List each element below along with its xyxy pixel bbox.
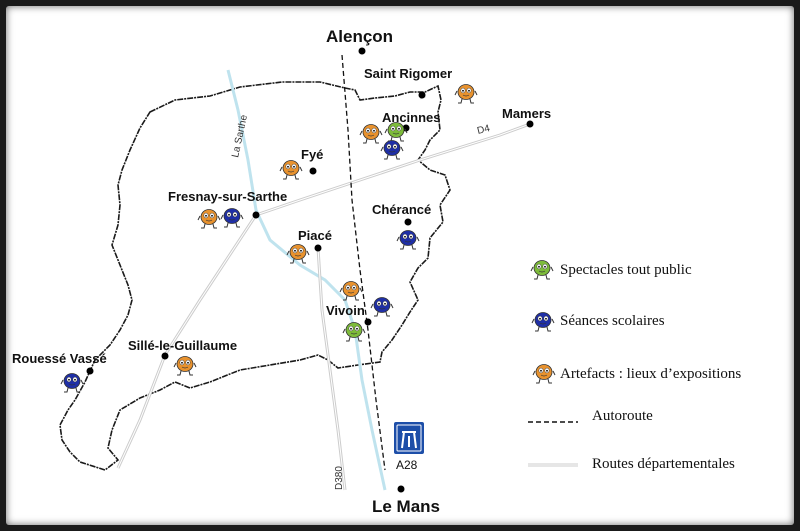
d380-label: D380 xyxy=(334,466,345,490)
blue-mascot-icon xyxy=(370,297,394,317)
town-label-fresnay: Fresnay-sur-Sarthe xyxy=(168,189,287,204)
orange-mascot-icon xyxy=(286,244,310,264)
orange-mascot-icon xyxy=(197,209,221,229)
legend-routes-label: Routes départementales xyxy=(592,456,735,472)
town-dot-fresnay xyxy=(252,211,260,219)
town-label-ancinnes: Ancinnes xyxy=(382,110,441,125)
town-dot-mamers xyxy=(526,120,534,128)
town-dot-sille xyxy=(161,352,169,360)
blue-mascot-icon xyxy=(220,208,244,228)
town-label-fye: Fyé xyxy=(301,147,323,162)
autoroute-a28 xyxy=(341,54,386,471)
town-dot-vivoin xyxy=(364,318,372,326)
departmental-roads xyxy=(116,94,531,491)
legend-autoroute-label: Autoroute xyxy=(592,408,653,424)
town-dot-saint-rigomer xyxy=(418,91,426,99)
town-label-saint-rigomer: Saint Rigomer xyxy=(364,66,452,81)
orange-mascot-icon xyxy=(279,160,303,180)
green-mascot-icon xyxy=(342,322,366,342)
town-dot-piace xyxy=(314,244,322,252)
orange-mascot-icon xyxy=(359,124,383,144)
town-label-piace: Piacé xyxy=(298,228,332,243)
legend-blue-mascot-icon xyxy=(531,312,555,332)
town-label-sille: Sillé-le-Guillaume xyxy=(128,338,237,353)
orange-mascot-icon xyxy=(173,356,197,376)
city-dot-le-mans xyxy=(397,485,405,493)
territory-outline xyxy=(59,81,451,471)
town-label-cherance: Chérancé xyxy=(372,202,431,217)
legend: Spectacles tout public Séances scolaires… xyxy=(528,260,741,472)
city-label-le-mans: Le Mans xyxy=(372,497,440,516)
city-dot-alencon xyxy=(358,47,366,55)
legend-green-label: Spectacles tout public xyxy=(560,262,692,278)
blue-mascot-icon xyxy=(60,373,84,393)
legend-orange-label: Artefacts : lieux d’expositions xyxy=(560,366,741,382)
legend-green-mascot-icon xyxy=(530,260,554,280)
town-dot-rouesse xyxy=(86,367,94,375)
river-sarthe xyxy=(226,69,387,491)
d4-label: D4 xyxy=(476,123,491,137)
town-dot-fye xyxy=(309,167,317,175)
town-dot-cherance xyxy=(404,218,412,226)
blue-mascot-icon xyxy=(380,140,404,160)
blue-mascot-icon xyxy=(396,230,420,250)
legend-orange-mascot-icon xyxy=(532,364,556,384)
town-label-mamers: Mamers xyxy=(502,106,551,121)
a28-label: A28 xyxy=(396,458,418,472)
legend-blue-label: Séances scolaires xyxy=(560,313,665,329)
a28-motorway-sign-icon xyxy=(394,422,424,454)
city-label-alencon: Alençon xyxy=(326,27,393,46)
town-label-rouesse: Rouessé Vassé xyxy=(12,351,107,366)
orange-mascot-icon xyxy=(454,84,478,104)
green-mascot-icon xyxy=(384,122,408,142)
town-label-vivoin: Vivoin xyxy=(326,303,365,318)
